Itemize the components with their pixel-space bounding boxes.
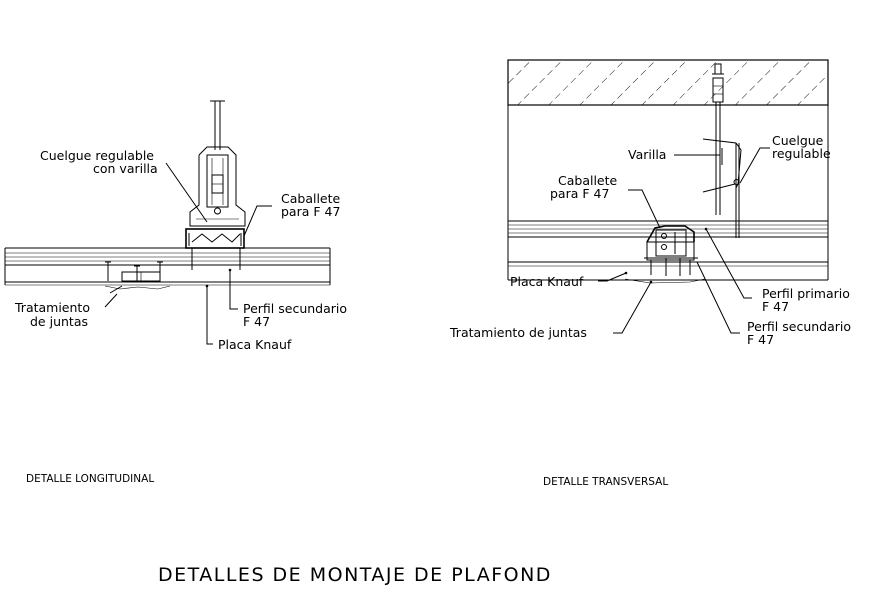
label-con-varilla: con varilla — [93, 161, 158, 176]
hanger-side — [702, 138, 742, 238]
label-de-juntas: de juntas — [30, 314, 88, 329]
label-placa-knauf-t: Placa Knauf — [510, 274, 584, 289]
adjustable-hanger — [189, 146, 246, 227]
label-perfil-secundario: Perfil secundario — [243, 301, 347, 316]
concrete-slab — [507, 59, 829, 106]
hanger-rod — [210, 100, 225, 150]
label-cuelgue: Cuelgue — [772, 133, 824, 148]
transversal-detail: Varilla Cuelgue regulable Caballete para… — [449, 59, 851, 488]
clip-transversal — [644, 225, 698, 275]
caption-longitudinal: DETALLE LONGITUDINAL — [26, 473, 154, 485]
ceiling-board-layers — [4, 247, 331, 286]
label-tratamiento: Tratamiento — [14, 300, 90, 315]
label-para-f47: para F 47 — [281, 204, 340, 219]
clip-caballete — [185, 228, 245, 270]
label-placa-knauf: Placa Knauf — [218, 337, 292, 352]
label-perfil-primario: Perfil primario — [762, 286, 850, 301]
label-tratamiento-juntas: Tratamiento de juntas — [449, 325, 587, 340]
screws-transversal — [624, 257, 706, 284]
label-caballete-t: Caballete — [558, 173, 618, 188]
label-para-f47-t: para F 47 — [550, 186, 609, 201]
label-cuelgue-regulable: Cuelgue regulable — [40, 148, 154, 163]
profile-board-layers — [508, 220, 828, 281]
joint-screws — [104, 261, 171, 290]
label-secundario-f47: F 47 — [747, 332, 774, 347]
label-regulable: regulable — [772, 146, 831, 161]
transversal-leaders — [598, 147, 770, 334]
label-perfil-f47: F 47 — [243, 314, 270, 329]
label-caballete: Caballete — [281, 191, 341, 206]
longitudinal-detail: Cuelgue regulable con varilla Caballete … — [4, 100, 347, 485]
drawing-title: DETALLES DE MONTAJE DE PLAFOND — [158, 564, 552, 586]
longitudinal-leaders — [104, 162, 272, 345]
label-primario-f47: F 47 — [762, 299, 789, 314]
label-varilla: Varilla — [628, 147, 666, 162]
anchor-rod — [712, 63, 724, 215]
label-perfil-secundario-t: Perfil secundario — [747, 319, 851, 334]
caption-transversal: DETALLE TRANSVERSAL — [543, 476, 668, 488]
